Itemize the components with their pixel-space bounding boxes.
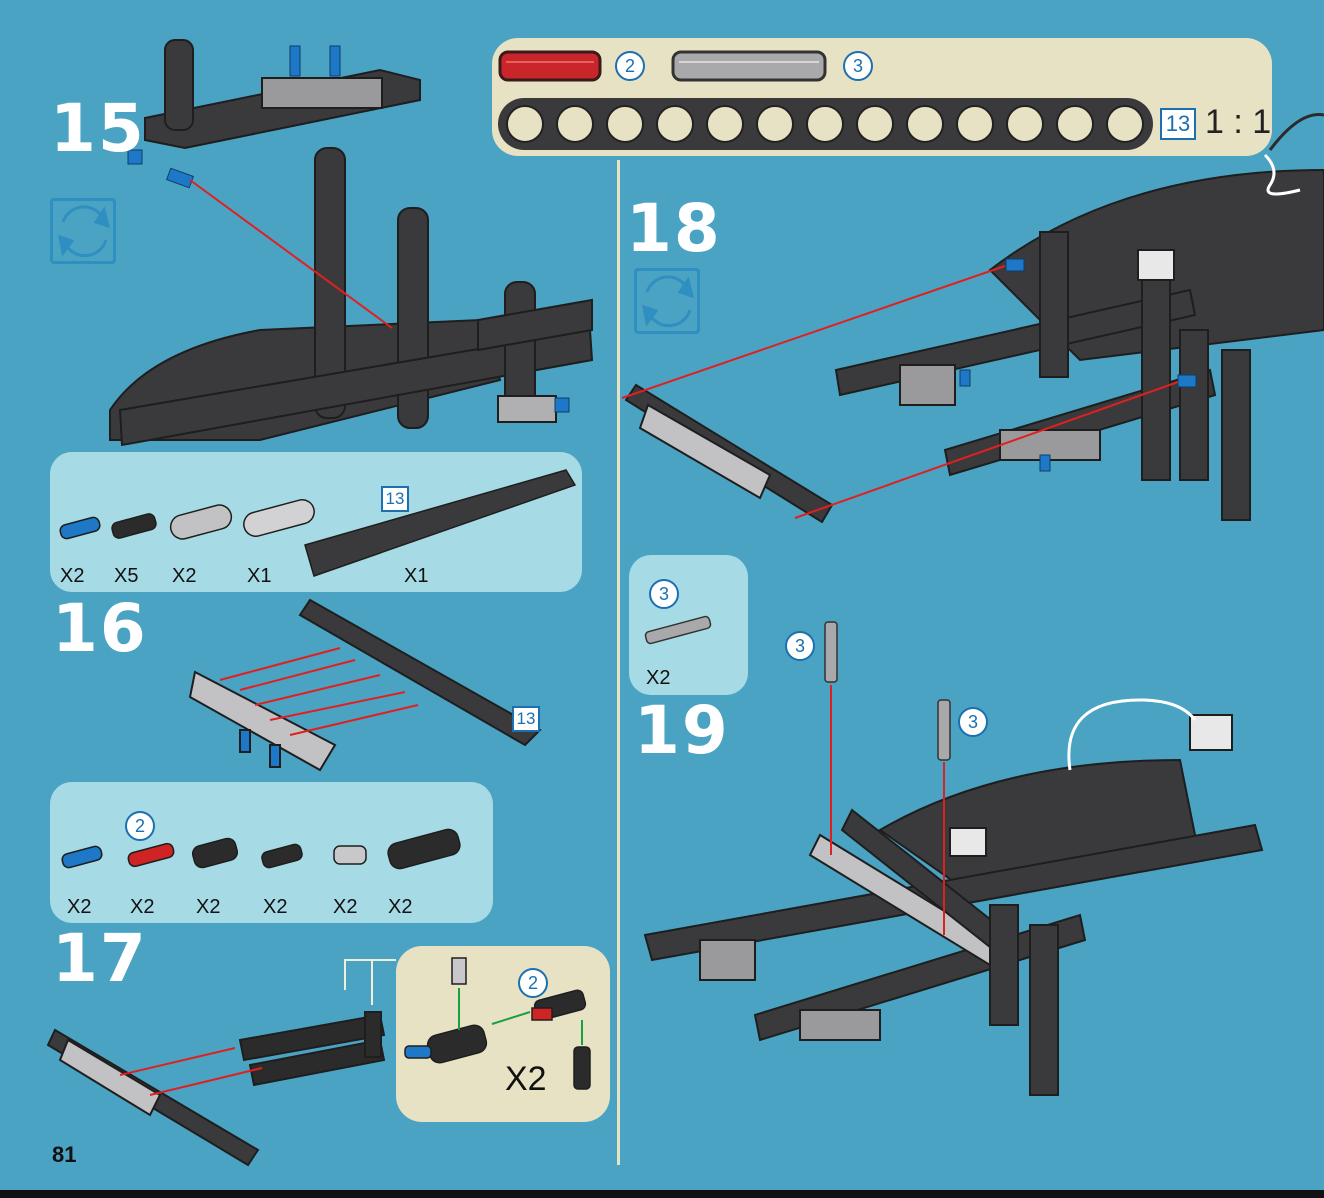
- axle-length-badge: 3: [649, 579, 679, 609]
- part-quantity: X2: [196, 896, 220, 919]
- step17-subassembly: [405, 958, 590, 1089]
- part-quantity: X1: [247, 565, 271, 588]
- step17-model: [48, 1012, 384, 1165]
- axle-length-badge: 2: [125, 811, 155, 841]
- part-quantity: X2: [172, 565, 196, 588]
- step15-parts: [59, 470, 575, 576]
- axle-length-badge: 2: [518, 968, 548, 998]
- axle-length-badge: 3: [958, 707, 988, 737]
- beam-length-label: 13: [381, 486, 409, 512]
- part-quantity: X2: [67, 896, 91, 919]
- step16-model: [190, 600, 540, 770]
- part-quantity: X2: [646, 667, 670, 690]
- part-quantity: X2: [333, 896, 357, 919]
- rotate-icon: [50, 198, 116, 264]
- step17-callout-arrows: [345, 960, 396, 1005]
- step-number-15: 15: [50, 96, 146, 162]
- part-quantity: X5: [114, 565, 138, 588]
- step18-model: [626, 170, 1324, 522]
- subassembly-multiplier: X2: [505, 1060, 547, 1099]
- bottom-edge: [0, 1190, 1324, 1198]
- beam-length-label: 13: [512, 706, 540, 732]
- beam-13-legend-icon: [498, 98, 1153, 150]
- step-number-18: 18: [626, 196, 722, 262]
- step-number-16: 16: [52, 596, 148, 662]
- step19-model: [645, 715, 1262, 1095]
- rotate-icon: [634, 268, 700, 334]
- axle-length-badge: 3: [785, 631, 815, 661]
- step-number-17: 17: [52, 926, 148, 992]
- page-number: 81: [52, 1142, 76, 1168]
- step15-red-arrow: [190, 180, 392, 328]
- part-quantity: X2: [130, 896, 154, 919]
- part-quantity: X1: [404, 565, 428, 588]
- step16-parts: [61, 827, 462, 871]
- part-quantity: X2: [60, 565, 84, 588]
- part-quantity: X2: [263, 896, 287, 919]
- part-quantity: X2: [388, 896, 412, 919]
- step18-parts: [645, 616, 712, 645]
- grey-axle-legend-icon: [673, 52, 825, 80]
- step-number-19: 19: [634, 698, 730, 764]
- step19-grey-axles: [825, 622, 950, 760]
- red-axle-legend-icon: [500, 52, 600, 80]
